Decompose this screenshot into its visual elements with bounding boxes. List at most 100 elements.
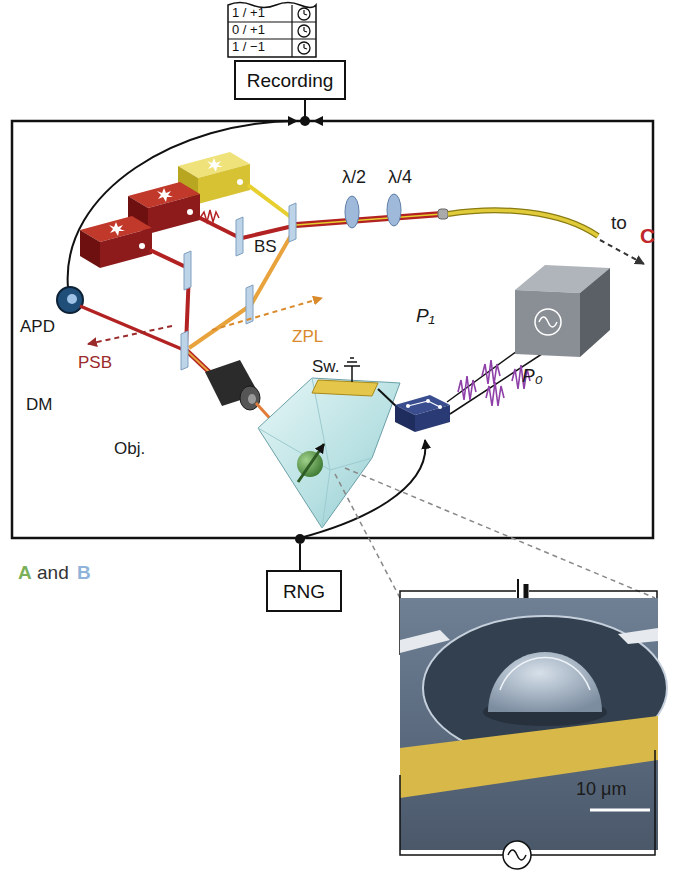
zpl-beam: [251, 232, 293, 305]
output-beam: [296, 214, 442, 225]
psb-arrow: [88, 326, 172, 344]
clock-icon: [298, 8, 310, 20]
connective-text: and: [37, 563, 69, 584]
spin-arrow: [298, 444, 324, 482]
half-waveplate: [345, 196, 359, 228]
electrode-pad: [618, 628, 658, 644]
generator-side: [580, 268, 610, 357]
output-beam-core: [296, 214, 442, 225]
direction-label: to: [611, 213, 627, 234]
part-label: DM: [26, 396, 52, 415]
fiber-arrow: [600, 240, 644, 264]
laser-star: [109, 222, 125, 236]
microwave-pulse: [482, 360, 500, 384]
scale-label: 10 μm: [576, 780, 626, 800]
ac-source: [503, 841, 531, 869]
sem-dome-edge: [500, 657, 590, 690]
node-label: RNG: [283, 582, 325, 601]
gold-stripline: [312, 380, 378, 396]
apd-window: [67, 294, 77, 304]
optical-fiber: [448, 210, 598, 236]
switch-contact: [408, 401, 440, 407]
switch-pin: [406, 404, 410, 408]
table-cell: 0 / +1: [232, 23, 265, 37]
node-frame: [12, 121, 653, 538]
dichroic-mirror: [181, 331, 188, 370]
part-label: λ/4: [388, 168, 412, 188]
record-table: [228, 3, 316, 58]
clock-hands: [304, 10, 307, 15]
battery-plate: [524, 584, 529, 598]
ground-wire: [351, 366, 353, 382]
pulse-label: P₀: [522, 366, 543, 387]
switch-pin: [426, 399, 430, 403]
rng-wire: [300, 440, 425, 538]
psb-beam: [80, 306, 184, 350]
signal-wire: [314, 120, 345, 122]
laser-side: [80, 230, 100, 268]
yellow-beam: [248, 185, 292, 218]
microwave-pulse: [486, 382, 504, 406]
zpl-beam: [189, 305, 251, 348]
generator-front: [515, 290, 580, 357]
red-beam: [150, 250, 188, 268]
ac-sine: [508, 850, 526, 860]
laser-front: [198, 164, 250, 204]
part-label: Sw.: [312, 358, 339, 377]
laser-aperture: [139, 243, 145, 249]
part-label: APD: [20, 318, 55, 337]
switch-pin: [438, 405, 442, 409]
wire: [450, 350, 548, 414]
microwave-pulse: [458, 376, 476, 400]
scale-bar: [590, 809, 650, 812]
red-beam: [242, 226, 293, 238]
sine-wave: [539, 317, 557, 327]
table-rule: [291, 5, 292, 57]
red-pulse: [200, 210, 219, 222]
signal-label: PSB: [78, 354, 112, 373]
electrode-pad: [400, 630, 450, 653]
chip-facets: [258, 378, 372, 528]
switch-side: [395, 405, 415, 432]
optical-fiber-core: [448, 210, 598, 236]
beam-splitter: [184, 251, 191, 290]
laser-aperture: [237, 179, 243, 185]
red-laser: [80, 216, 152, 268]
part-label: λ/2: [342, 168, 366, 188]
signal-wire: [68, 121, 297, 288]
beam-splitter: [289, 203, 296, 242]
laser-star: [157, 188, 173, 202]
ground-symbol: [344, 358, 360, 366]
node-label: Recording: [247, 71, 334, 90]
sem-dome: [488, 652, 602, 712]
fiber-coupler: [438, 209, 448, 219]
apd-detector: [57, 287, 83, 313]
objective-body: [205, 360, 259, 406]
sine-symbol: [535, 309, 561, 335]
junction-dot: [300, 116, 310, 126]
clock-hands: [304, 44, 307, 49]
objective-lens: [248, 394, 256, 404]
clock-hands: [304, 27, 307, 32]
beam-splitter: [236, 217, 243, 256]
clock-icon: [298, 25, 310, 37]
signal-label: ZPL: [292, 328, 323, 347]
table-cell: 1 / −1: [232, 40, 265, 54]
quarter-waveplate: [387, 194, 401, 226]
node-letter: B: [77, 563, 91, 584]
part-label: Obj.: [114, 440, 145, 459]
wire: [299, 544, 301, 570]
node-letter: A: [18, 563, 32, 584]
leader-line: [335, 474, 400, 598]
junction-dot: [295, 534, 305, 544]
clock-icon: [298, 42, 310, 54]
zpl-arrow: [212, 298, 322, 330]
leader-line: [345, 468, 655, 598]
part-label: BS: [254, 238, 277, 257]
laser-front: [148, 194, 200, 234]
switch-front: [415, 405, 450, 432]
laser-star: [207, 158, 223, 172]
laser-aperture: [187, 209, 193, 215]
node-letter: C: [640, 224, 655, 247]
